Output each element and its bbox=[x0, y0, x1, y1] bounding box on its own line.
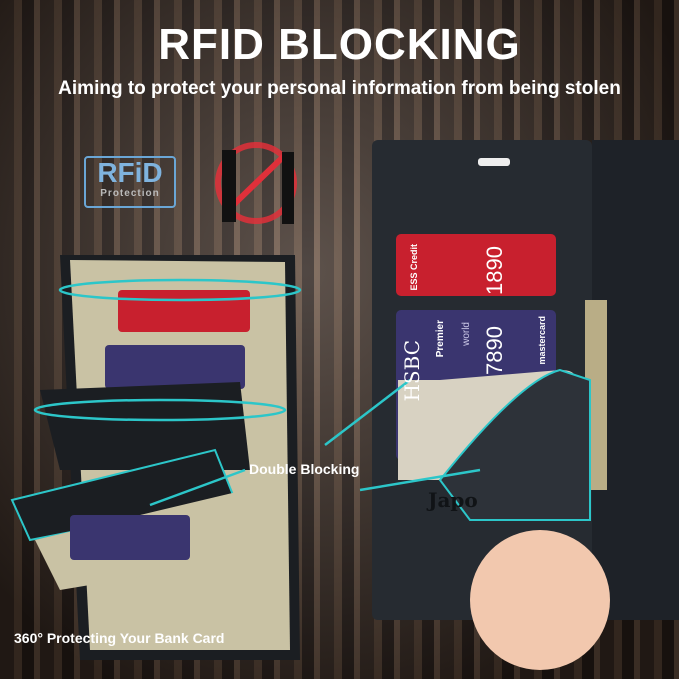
title: RFID BLOCKING bbox=[158, 20, 521, 69]
red-card bbox=[396, 234, 556, 296]
wallet-layers-left bbox=[10, 255, 300, 660]
wallet-brand: Japo bbox=[428, 488, 478, 512]
red-card-number: 1890 bbox=[482, 246, 507, 295]
hand bbox=[470, 530, 610, 670]
hsbc-card-world: world bbox=[461, 322, 472, 346]
hsbc-card-number: 7890 bbox=[482, 326, 507, 375]
no-pickpocket-icon bbox=[215, 142, 297, 224]
double-blocking-label: Double Blocking bbox=[249, 461, 360, 477]
subtitle: Aiming to protect your personal informat… bbox=[58, 78, 621, 99]
mastercard-label: mastercard bbox=[537, 316, 547, 365]
hsbc-card-tier: Premier bbox=[435, 320, 446, 358]
red-card-label: ESS Credit bbox=[409, 244, 419, 291]
hsbc-bank-name: HSBC bbox=[400, 340, 424, 402]
rfid-protection-badge: RFiD Protection bbox=[84, 156, 176, 208]
protecting-label: 360° Protecting Your Bank Card bbox=[14, 630, 225, 646]
wallet-right bbox=[372, 140, 679, 620]
arrows bbox=[33, 278, 481, 507]
